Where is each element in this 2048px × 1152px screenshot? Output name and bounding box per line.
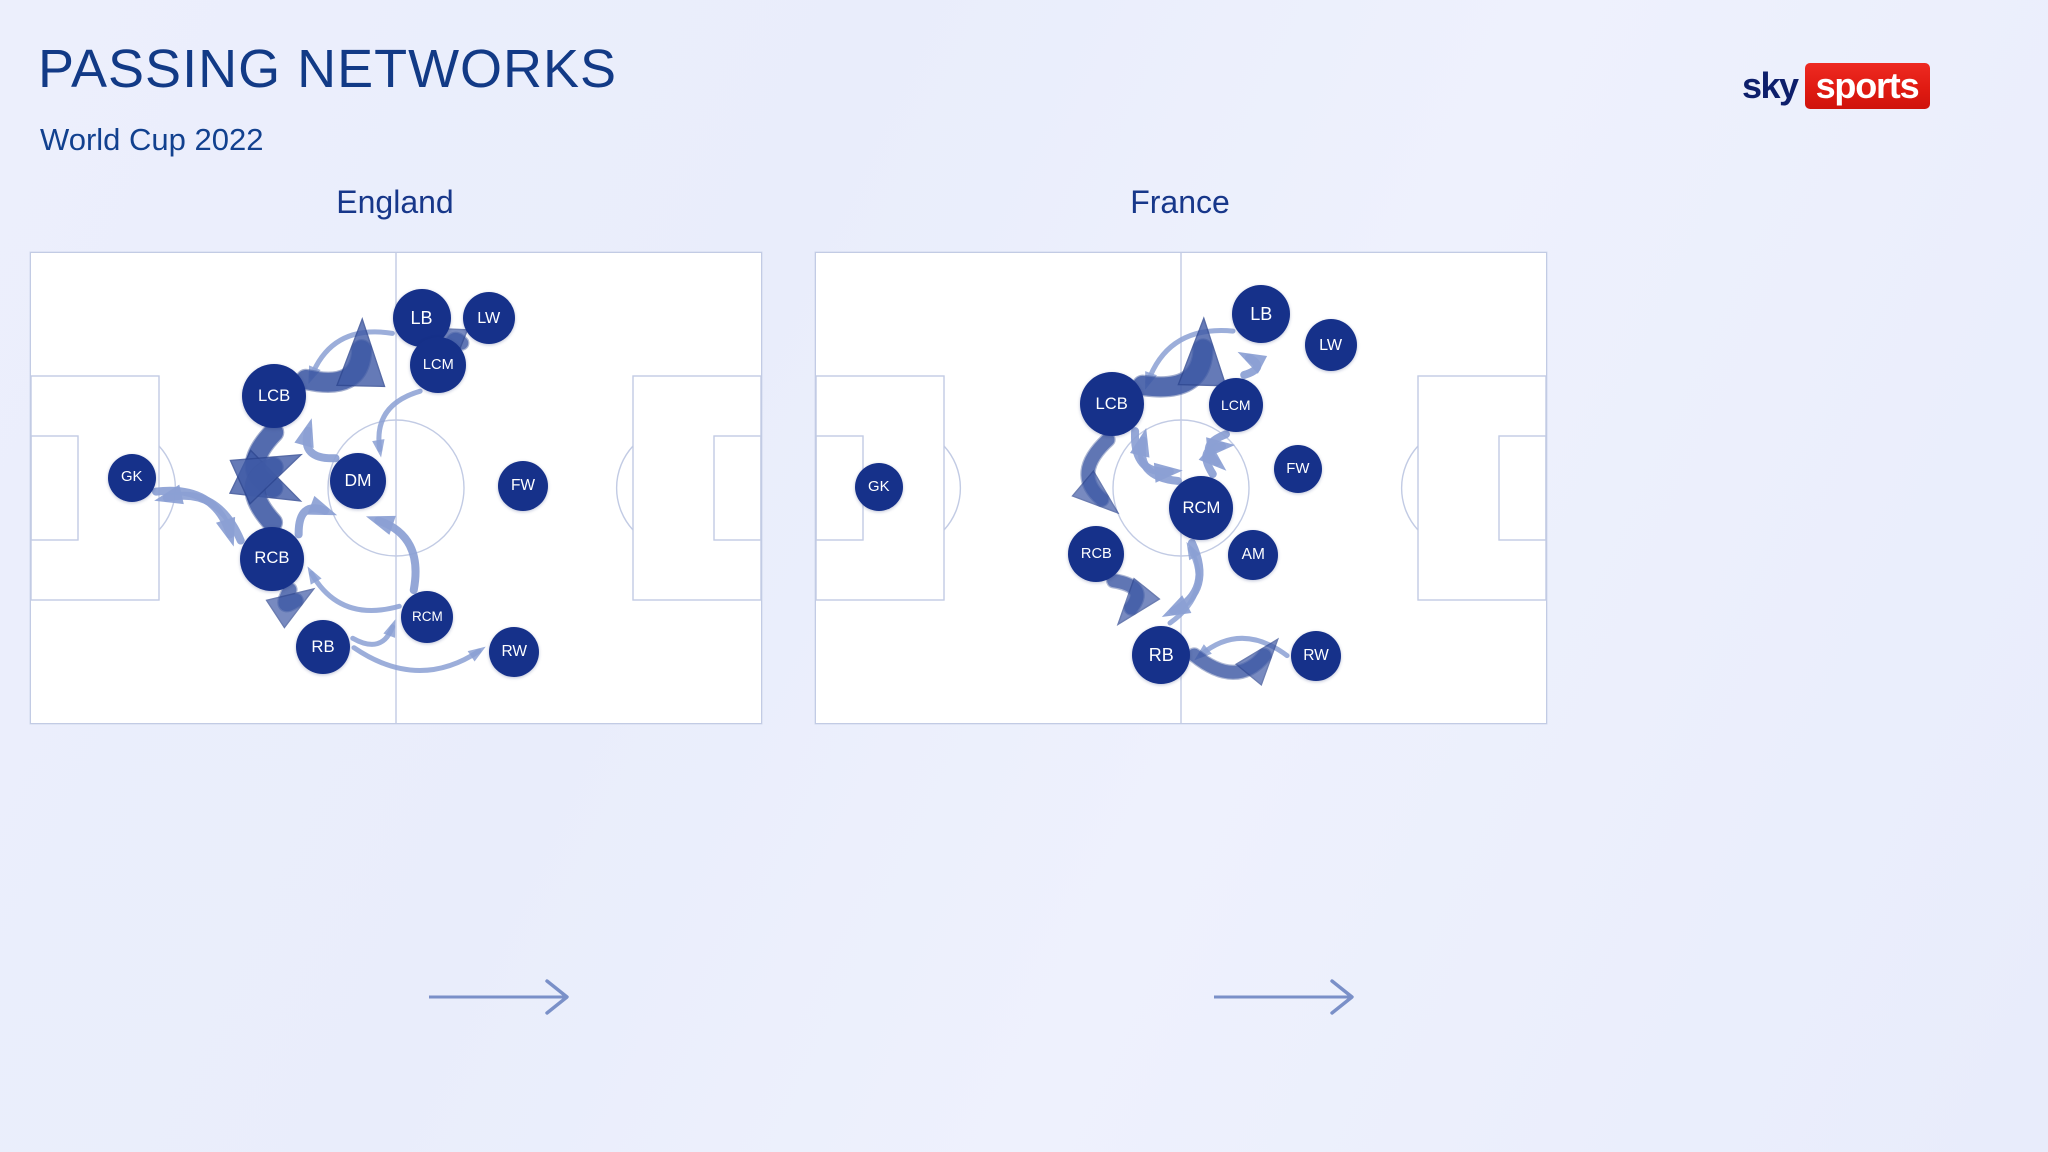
player-node-label: LCB bbox=[257, 386, 291, 406]
player-node-england-rb[interactable]: RB bbox=[296, 619, 350, 674]
player-node-england-dm[interactable]: DM bbox=[330, 452, 387, 509]
direction-of-play-arrow-france bbox=[1214, 979, 1354, 1015]
player-node-label: LB bbox=[1250, 304, 1273, 325]
player-node-label: RB bbox=[311, 636, 335, 656]
player-node-label: RCB bbox=[254, 548, 290, 568]
player-node-france-fw[interactable]: FW bbox=[1273, 445, 1322, 494]
player-node-label: FW bbox=[1286, 460, 1310, 477]
player-node-france-rb[interactable]: RB bbox=[1132, 625, 1191, 684]
player-node-label: AM bbox=[1241, 545, 1265, 563]
player-node-label: RW bbox=[1303, 647, 1329, 665]
player-node-england-gk[interactable]: GK bbox=[107, 453, 156, 502]
player-node-france-lcm[interactable]: LCM bbox=[1208, 377, 1263, 432]
player-node-label: FW bbox=[510, 477, 536, 495]
player-node-france-lb[interactable]: LB bbox=[1232, 285, 1291, 344]
team-caption-france: France bbox=[1130, 184, 1230, 220]
player-node-england-lcb[interactable]: LCB bbox=[242, 364, 307, 429]
player-node-label: GK bbox=[120, 469, 143, 486]
page-subtitle: World Cup 2022 bbox=[40, 122, 264, 157]
player-node-label: DM bbox=[344, 470, 372, 491]
player-node-france-am[interactable]: AM bbox=[1228, 529, 1279, 580]
player-node-label: LW bbox=[1319, 336, 1343, 355]
page-title: PASSING NETWORKS bbox=[38, 39, 618, 99]
player-node-france-lw[interactable]: LW bbox=[1304, 319, 1357, 372]
direction-of-play-arrow-england bbox=[429, 979, 569, 1015]
player-node-england-rcb[interactable]: RCB bbox=[239, 526, 304, 591]
pitch-markings-france bbox=[815, 253, 1547, 723]
player-node-label: LB bbox=[410, 307, 433, 328]
player-node-label: RCM bbox=[1182, 497, 1221, 517]
player-node-label: RW bbox=[501, 643, 528, 661]
logo-sports-text: sports bbox=[1804, 63, 1931, 109]
player-node-england-rw[interactable]: RW bbox=[489, 627, 540, 678]
player-node-france-gk[interactable]: GK bbox=[854, 463, 903, 512]
player-node-france-rcm[interactable]: RCM bbox=[1169, 476, 1234, 541]
player-node-england-fw[interactable]: FW bbox=[498, 461, 549, 512]
player-node-label: LCB bbox=[1095, 393, 1128, 413]
player-node-france-rcb[interactable]: RCB bbox=[1068, 525, 1125, 582]
team-caption-england: England bbox=[336, 184, 454, 220]
pitch-france: GK LCB RCB LB RB LCM RCM AM LW RW FW bbox=[815, 252, 1547, 724]
logo-sky-text: sky bbox=[1742, 65, 1799, 106]
pitch-england: GK LCB RCB LB RB DM LCM RCM LW RW FW bbox=[30, 252, 762, 724]
player-node-england-lcm[interactable]: LCM bbox=[410, 336, 467, 393]
player-node-label: RB bbox=[1148, 644, 1174, 665]
player-node-england-rcm[interactable]: RCM bbox=[401, 590, 454, 643]
sky-sports-logo: sky sports bbox=[1742, 63, 1931, 109]
player-node-france-rw[interactable]: RW bbox=[1291, 630, 1342, 681]
player-node-label: GK bbox=[868, 478, 890, 495]
player-node-label: LCM bbox=[422, 356, 454, 373]
player-node-label: RCM bbox=[412, 609, 443, 625]
player-node-england-lw[interactable]: LW bbox=[462, 291, 515, 344]
player-node-france-lcb[interactable]: LCB bbox=[1079, 371, 1144, 436]
player-node-label: LW bbox=[477, 308, 501, 327]
player-node-label: RCB bbox=[1080, 545, 1112, 562]
player-node-label: LCM bbox=[1220, 396, 1251, 413]
